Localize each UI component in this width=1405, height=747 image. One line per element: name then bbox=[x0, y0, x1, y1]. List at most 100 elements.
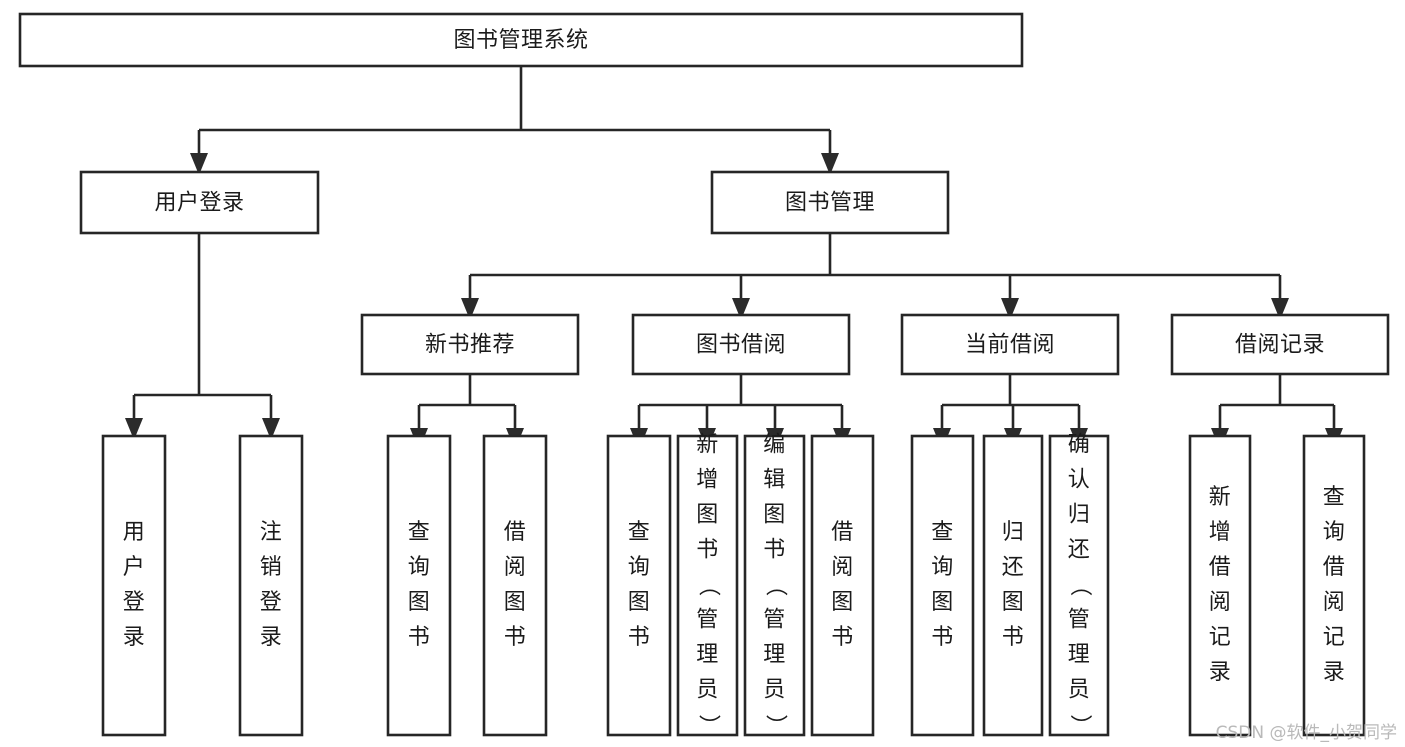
node-box-leaf-add-borrow-record[interactable] bbox=[1188, 434, 1252, 737]
node-box-current-borrow[interactable] bbox=[900, 313, 1120, 376]
node-box-leaf-logout-login[interactable] bbox=[238, 434, 304, 737]
node-box-leaf-return-book[interactable] bbox=[982, 434, 1044, 737]
node-label-char: 书 bbox=[628, 625, 651, 650]
node-box-leaf-user-login[interactable] bbox=[101, 434, 167, 737]
node-leaf-return-book[interactable]: 归还图书归还图书 bbox=[968, 0, 1058, 737]
node-label-char: 图 bbox=[763, 503, 786, 528]
node-box-user-login[interactable] bbox=[79, 170, 320, 235]
connector-group-userlogin_to_leaves bbox=[125, 233, 280, 440]
node-label-char: 录 bbox=[1323, 660, 1346, 685]
arrow-head-icon bbox=[821, 153, 839, 175]
node-box-leaf-query-book-borrow[interactable] bbox=[606, 434, 672, 737]
node-label-root: 图书管理系统 bbox=[453, 28, 588, 53]
node-label-char: 询 bbox=[628, 555, 651, 580]
node-label-char: 归 bbox=[1068, 503, 1091, 528]
node-box-new-book-recommend[interactable] bbox=[360, 313, 580, 376]
node-box-root[interactable] bbox=[18, 12, 1024, 68]
node-label-char: 录 bbox=[123, 625, 146, 650]
node-label-char: 用 bbox=[123, 520, 146, 545]
node-leaf-logout-login[interactable]: 注销登录注销登录 bbox=[226, 0, 316, 737]
node-label-char: 增 bbox=[1209, 520, 1232, 545]
arrow-head-icon bbox=[732, 298, 750, 320]
node-label-char: 书 bbox=[763, 538, 786, 563]
node-user-login[interactable]: 用户登录 bbox=[79, 170, 320, 235]
node-label-char: 理 bbox=[763, 643, 786, 668]
node-box-leaf-borrow-book-recommend[interactable] bbox=[482, 434, 548, 737]
node-leaf-add-borrow-record[interactable]: 新增借阅记录新增借阅记录 bbox=[1152, 0, 1287, 737]
node-box-leaf-edit-book-admin[interactable] bbox=[743, 434, 806, 737]
node-root[interactable]: 图书管理系统 bbox=[18, 12, 1024, 68]
node-box-leaf-confirm-return-admin[interactable] bbox=[1048, 434, 1110, 737]
node-label-char: 认 bbox=[1068, 468, 1091, 493]
node-box-leaf-query-book-current[interactable] bbox=[910, 434, 975, 737]
node-label-new-book-recommend: 新书推荐 bbox=[425, 333, 515, 358]
node-book-borrow[interactable]: 图书借阅 bbox=[631, 313, 851, 376]
node-box-leaf-query-book-recommend[interactable] bbox=[386, 434, 452, 737]
node-label-char: 记 bbox=[1323, 625, 1346, 650]
node-label-char: 借 bbox=[1209, 555, 1232, 580]
node-label-current-borrow: 当前借阅 bbox=[965, 333, 1055, 358]
node-label-char: 员 bbox=[1068, 678, 1091, 703]
node-label-char: 新 bbox=[1209, 485, 1232, 510]
node-label-char: 还 bbox=[1068, 538, 1091, 563]
connector-group-root_to_level2 bbox=[190, 66, 839, 175]
arrow-head-icon bbox=[1001, 298, 1019, 320]
node-label-char: （ bbox=[696, 574, 721, 597]
node-box-leaf-add-book-admin[interactable] bbox=[676, 434, 739, 737]
node-leaf-query-book-borrow[interactable]: 查询图书查询图书 bbox=[594, 0, 684, 737]
node-box-book-borrow[interactable] bbox=[631, 313, 851, 376]
node-label-char: 增 bbox=[696, 468, 719, 493]
node-label-char: 登 bbox=[260, 590, 283, 615]
connector-layer bbox=[125, 66, 1343, 450]
node-label-char: 员 bbox=[696, 678, 719, 703]
node-label-char: 管 bbox=[763, 608, 786, 633]
node-box-borrow-record[interactable] bbox=[1170, 313, 1390, 376]
node-label-char: 图 bbox=[831, 590, 854, 615]
node-leaf-borrow-book-recommend[interactable]: 借阅图书借阅图书 bbox=[470, 0, 560, 737]
node-leaf-query-book-recommend[interactable]: 查询图书查询图书 bbox=[374, 0, 464, 737]
node-label-char: 阅 bbox=[504, 555, 527, 580]
node-label-char: 管 bbox=[696, 608, 719, 633]
arrow-head-icon bbox=[262, 418, 280, 440]
node-label-char: 录 bbox=[1209, 660, 1232, 685]
node-leaf-query-book-current[interactable]: 查询图书查询图书 bbox=[897, 0, 987, 737]
node-borrow-record[interactable]: 借阅记录 bbox=[1170, 313, 1390, 376]
node-leaf-user-login[interactable]: 用户登录用户登录 bbox=[89, 0, 179, 737]
node-label-book-manage: 图书管理 bbox=[785, 191, 875, 216]
node-leaf-query-borrow-record[interactable]: 查询借阅记录查询借阅记录 bbox=[1266, 0, 1401, 737]
node-label-char: 归 bbox=[1002, 520, 1025, 545]
node-label-char: 阅 bbox=[831, 555, 854, 580]
node-label-char: 管 bbox=[1068, 608, 1091, 633]
node-current-borrow[interactable]: 当前借阅 bbox=[900, 313, 1120, 376]
node-book-manage[interactable]: 图书管理 bbox=[710, 170, 950, 235]
node-box-book-manage[interactable] bbox=[710, 170, 950, 235]
node-label-char: 记 bbox=[1209, 625, 1232, 650]
node-label-char: 书 bbox=[696, 538, 719, 563]
arrow-head-icon bbox=[125, 418, 143, 440]
node-label-char: 员 bbox=[763, 678, 786, 703]
node-label-char: 查 bbox=[408, 520, 431, 545]
node-leaf-borrow-book[interactable]: 借阅图书借阅图书 bbox=[797, 0, 887, 737]
node-box-leaf-borrow-book[interactable] bbox=[810, 434, 875, 737]
node-label-char: 登 bbox=[123, 590, 146, 615]
node-label-char: 户 bbox=[123, 555, 146, 580]
node-label-char: 新 bbox=[696, 433, 719, 458]
node-box-leaf-query-borrow-record[interactable] bbox=[1302, 434, 1366, 737]
node-label-char: 录 bbox=[260, 625, 283, 650]
node-label-char: 询 bbox=[931, 555, 954, 580]
node-label-char: 借 bbox=[504, 520, 527, 545]
node-label-char: 销 bbox=[260, 555, 283, 580]
node-label-char: 编 bbox=[763, 433, 786, 458]
node-label-char: 查 bbox=[628, 520, 651, 545]
node-label-char: 查 bbox=[931, 520, 954, 545]
node-new-book-recommend[interactable]: 新书推荐 bbox=[360, 313, 580, 376]
csdn-watermark: CSDN @软件_小贺同学 bbox=[1215, 723, 1397, 743]
node-label-char: 辑 bbox=[763, 468, 786, 493]
node-label-char: 图 bbox=[408, 590, 431, 615]
node-label-char: 阅 bbox=[1209, 590, 1232, 615]
